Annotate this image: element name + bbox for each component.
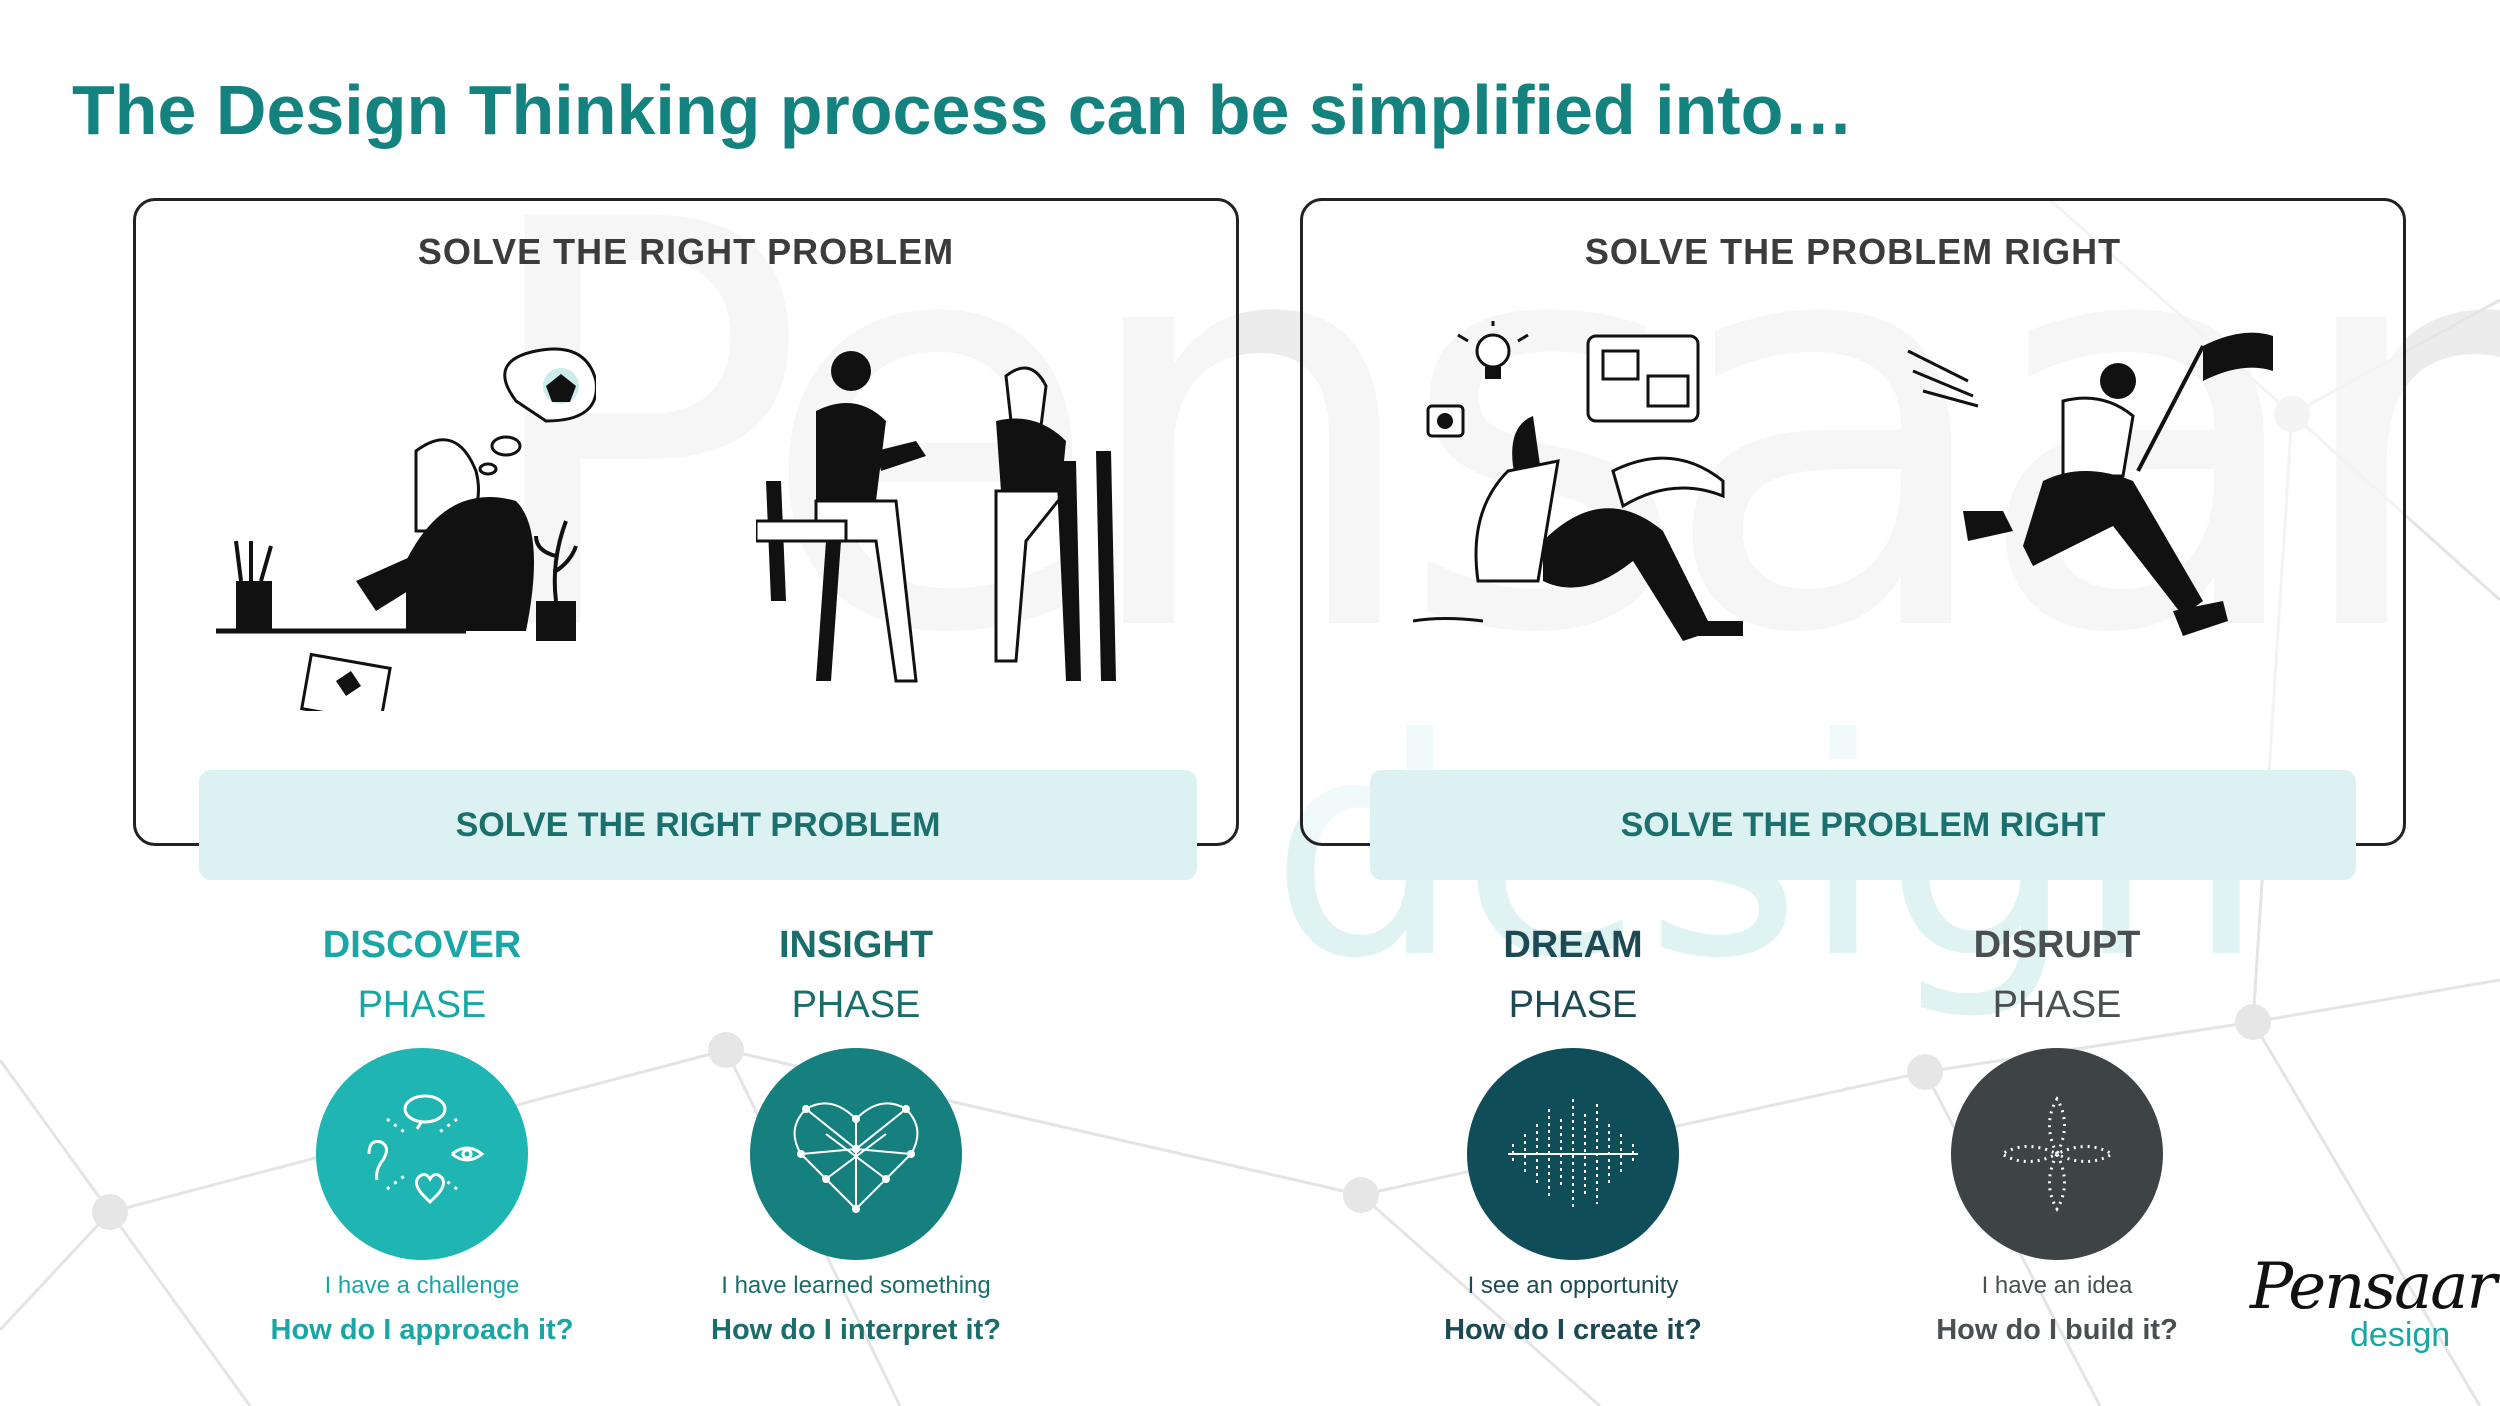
phase-description: I have learned something bbox=[721, 1272, 991, 1299]
phase-disrupt: DISRUPT PHASE I have an idea How do I bu… bbox=[1857, 922, 2257, 1347]
phase-label: PHASE bbox=[1992, 984, 2122, 1026]
logo-subtext: design bbox=[2350, 1316, 2451, 1354]
phase-label: PHASE bbox=[791, 984, 921, 1026]
phase-description: I have an idea bbox=[1981, 1272, 2133, 1299]
phase-circle bbox=[1467, 1048, 1679, 1260]
network-heart-icon bbox=[793, 1102, 919, 1213]
phase-insight: INSIGHT PHASE I have learned something H… bbox=[656, 922, 1056, 1347]
senses-icon bbox=[367, 1094, 485, 1205]
logo-wordmark: Pensaar bbox=[2250, 1250, 2497, 1324]
panel-solve-problem-right: SOLVE THE PROBLEM RIGHT bbox=[1300, 198, 2406, 846]
panel-solve-right-problem: SOLVE THE RIGHT PROBLEM bbox=[133, 198, 1239, 846]
phase-name: INSIGHT bbox=[778, 924, 934, 966]
phase-circle bbox=[316, 1048, 528, 1260]
phase-question: How do I build it? bbox=[1936, 1314, 2178, 1346]
phase-dream: DREAM PHASE I see an opportunity How do … bbox=[1373, 922, 1773, 1347]
phase-name: DISRUPT bbox=[1973, 924, 2141, 966]
banner-solve-right-problem: SOLVE THE RIGHT PROBLEM bbox=[199, 770, 1197, 880]
dreaming-woman-illustration bbox=[1413, 321, 1743, 641]
phase-circle bbox=[1951, 1048, 2163, 1260]
thinking-woman-illustration bbox=[216, 347, 596, 711]
phase-question: How do I create it? bbox=[1444, 1314, 1702, 1346]
slide-title: The Design Thinking process can be simpl… bbox=[72, 71, 1854, 149]
pensaar-logo: Pensaar design bbox=[2250, 1250, 2497, 1360]
phase-label: PHASE bbox=[357, 984, 487, 1026]
phase-circle bbox=[750, 1048, 962, 1260]
phase-name: DREAM bbox=[1503, 924, 1643, 966]
knot-icon bbox=[1999, 1096, 2115, 1212]
phase-question: How do I approach it? bbox=[270, 1314, 574, 1346]
phase-name: DISCOVER bbox=[322, 924, 522, 966]
panel-heading: SOLVE THE RIGHT PROBLEM bbox=[417, 231, 955, 272]
phase-question: How do I interpret it? bbox=[711, 1314, 1001, 1346]
phase-description: I have a challenge bbox=[324, 1272, 520, 1299]
running-man-flag-illustration bbox=[1907, 332, 2273, 636]
conversation-illustration bbox=[756, 351, 1116, 683]
panel-heading: SOLVE THE PROBLEM RIGHT bbox=[1584, 231, 2122, 272]
banner-solve-problem-right: SOLVE THE PROBLEM RIGHT bbox=[1370, 770, 2356, 880]
phase-label: PHASE bbox=[1508, 984, 1638, 1026]
wave-icon bbox=[1508, 1099, 1638, 1209]
phase-discover: DISCOVER PHASE I have a challenge How do… bbox=[222, 922, 622, 1347]
phase-description: I see an opportunity bbox=[1467, 1272, 1679, 1299]
